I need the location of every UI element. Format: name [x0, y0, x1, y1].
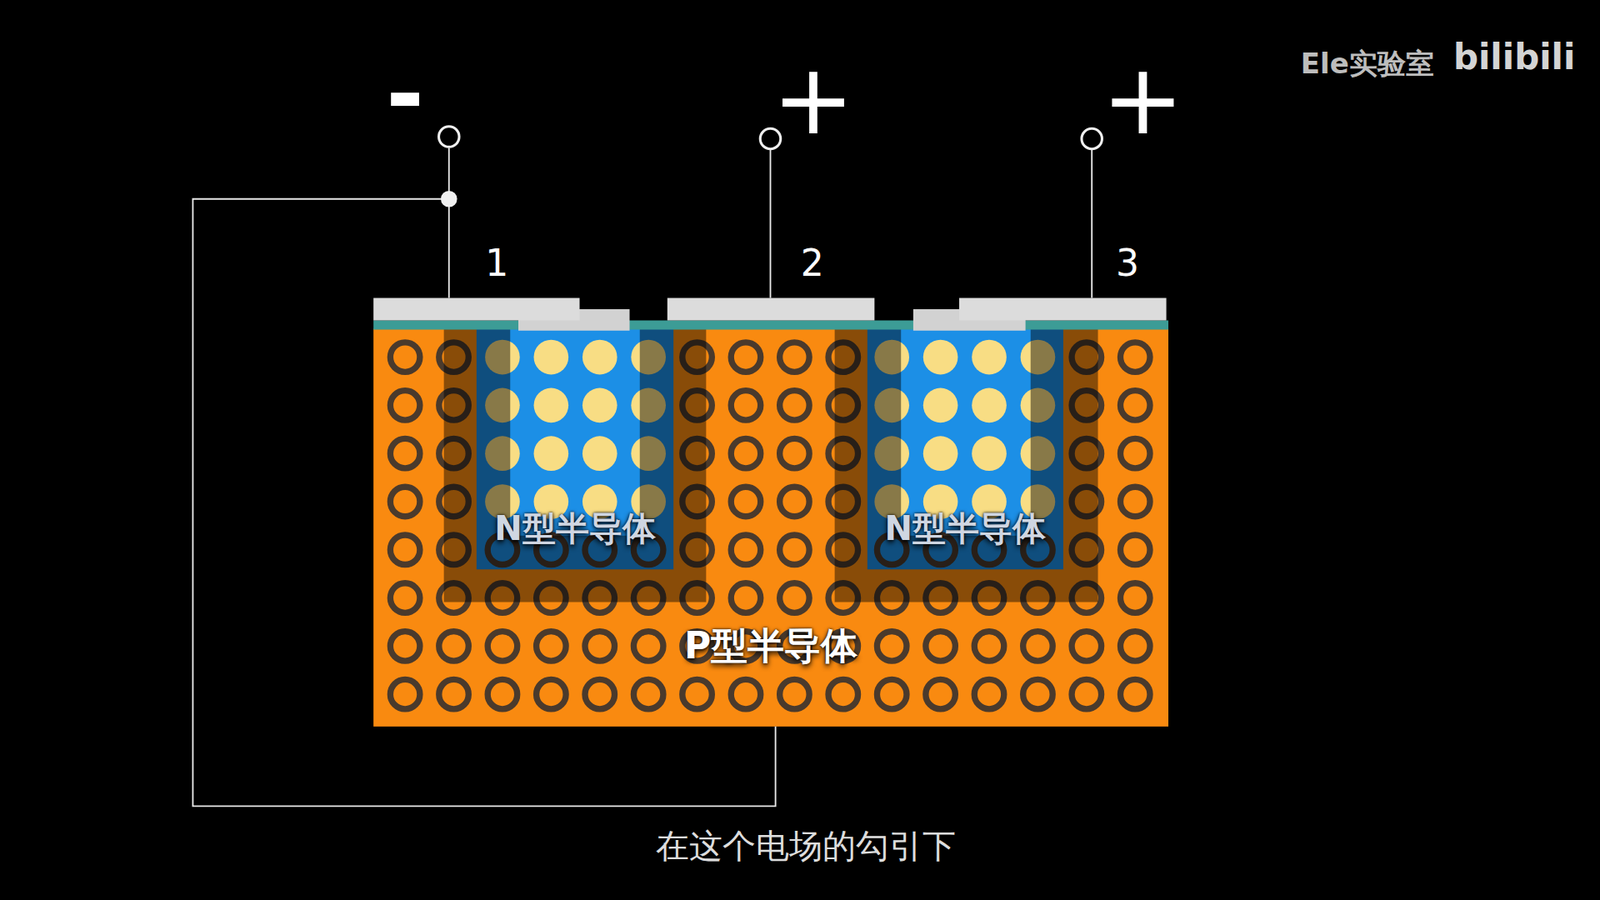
hole-ring	[974, 631, 1005, 662]
hole-ring	[1120, 342, 1150, 373]
electron-dot	[582, 340, 618, 375]
electron-dot	[534, 388, 570, 424]
hole-ring	[828, 679, 859, 710]
hole-ring	[780, 390, 810, 421]
hole-ring	[1120, 390, 1150, 421]
hole-ring	[390, 438, 420, 469]
hole-ring	[390, 679, 420, 710]
oxide-layer	[373, 320, 1169, 330]
terminal	[1081, 128, 1102, 149]
p-substrate	[373, 328, 1169, 727]
hole-ring	[730, 583, 761, 614]
region-label: P型半导体	[373, 621, 1169, 671]
hole-ring	[730, 390, 761, 421]
electron-dot	[971, 435, 1007, 471]
hole-ring	[682, 679, 713, 710]
region-label: N型半导体	[476, 505, 674, 552]
electrode	[959, 298, 1167, 321]
polarity-sign: +	[771, 50, 855, 149]
wire	[1090, 150, 1093, 299]
hole-ring	[730, 438, 761, 469]
depletion-region	[444, 328, 707, 602]
hole-ring	[390, 583, 420, 614]
electron-dot	[971, 388, 1007, 424]
hole-ring	[780, 535, 810, 565]
hole-ring	[876, 631, 907, 662]
hole-ring	[1120, 583, 1150, 614]
hole-ring	[439, 679, 470, 710]
hole-ring	[780, 438, 810, 469]
hole-ring	[390, 342, 420, 373]
depletion-region	[835, 328, 1099, 602]
hole-ring	[390, 535, 420, 565]
hole-ring	[1120, 679, 1150, 710]
hole-ring	[1120, 535, 1150, 565]
callout-number: 3	[1115, 245, 1140, 282]
terminal	[439, 126, 460, 147]
hole-ring	[585, 631, 615, 662]
polarity-sign: -	[385, 48, 425, 140]
electrode	[373, 298, 580, 321]
hole-ring	[1023, 679, 1054, 710]
hole-ring	[633, 679, 664, 710]
region-label: N型半导体	[867, 505, 1064, 552]
hole-ring	[974, 679, 1005, 710]
hole-ring	[730, 486, 761, 517]
hole-ring	[439, 631, 470, 662]
hole-ring	[780, 486, 810, 517]
hole-ring	[585, 679, 615, 710]
n-type-region: N型半导体	[476, 328, 674, 570]
hole-ring	[730, 679, 761, 710]
hole-ring	[925, 631, 956, 662]
hole-ring	[1023, 631, 1054, 662]
n-type-region: N型半导体	[867, 328, 1064, 570]
watermark: bilibili	[1453, 40, 1576, 75]
hole-ring	[730, 535, 761, 565]
electron-dot	[534, 435, 570, 471]
electron-dot	[582, 435, 618, 471]
electron-dot	[971, 340, 1007, 375]
hole-ring	[780, 679, 810, 710]
electron-dot	[923, 388, 959, 424]
polarity-sign: +	[1101, 50, 1185, 149]
hole-ring	[1120, 631, 1150, 662]
hole-ring	[1071, 679, 1102, 710]
hole-ring	[390, 631, 420, 662]
junction-dot	[440, 190, 458, 208]
hole-ring	[390, 486, 420, 517]
hole-ring	[780, 342, 810, 373]
hole-ring	[730, 342, 761, 373]
p-type-region: P型半导体 N型半导体 N型半导体	[373, 328, 1169, 727]
electron-dot	[923, 435, 959, 471]
hole-ring	[390, 390, 420, 421]
hole-ring	[1120, 486, 1150, 517]
wire	[770, 150, 772, 299]
hole-ring	[487, 679, 518, 710]
electron-dot	[582, 388, 618, 424]
electrode	[667, 298, 875, 321]
hole-ring	[780, 583, 810, 614]
electron-dot	[534, 340, 570, 375]
callout-number: 2	[800, 245, 825, 282]
hole-ring	[536, 679, 567, 710]
hole-ring	[925, 679, 956, 710]
hole-ring	[633, 631, 664, 662]
hole-ring	[487, 631, 518, 662]
hole-ring	[1071, 631, 1102, 662]
hole-ring	[1120, 438, 1150, 469]
hole-ring	[876, 679, 907, 710]
electron-dot	[923, 340, 959, 375]
subtitle-caption: 在这个电场的勾引下	[655, 829, 956, 863]
hole-ring	[536, 631, 567, 662]
wire	[448, 148, 450, 299]
callout-number: 1	[485, 245, 509, 282]
watermark: Ele实验室	[1300, 49, 1435, 78]
wire	[192, 199, 775, 807]
